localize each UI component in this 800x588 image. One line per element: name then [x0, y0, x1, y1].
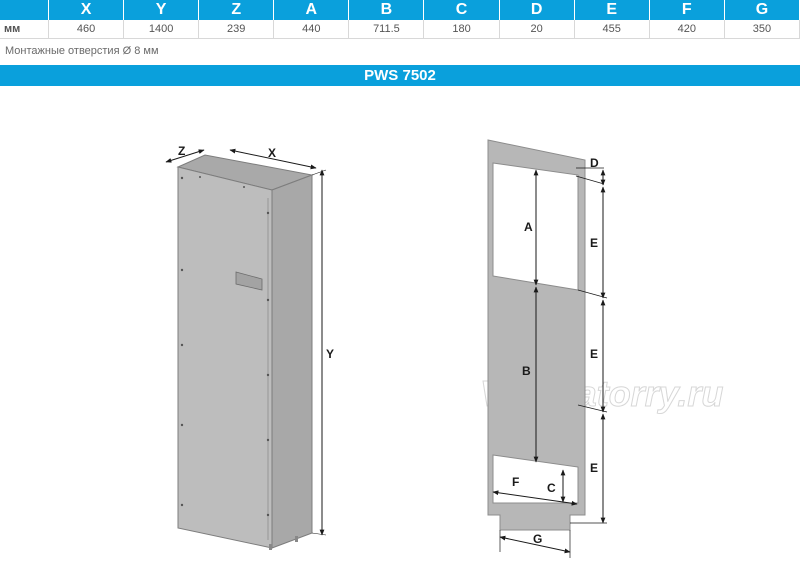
value-cell-f: 420 — [649, 20, 725, 39]
model-title-bar: PWS 7502 — [0, 65, 800, 86]
dim-label-f: F — [512, 475, 519, 489]
value-cell-z: 239 — [198, 20, 275, 39]
dim-label-c: C — [547, 481, 556, 495]
dim-label-d: D — [590, 156, 599, 170]
dimensions-value-row: мм 460 1400 239 440 711.5 180 20 455 420… — [0, 20, 800, 39]
cabinet-grille — [235, 271, 263, 291]
unit-cell: мм — [0, 20, 49, 39]
dim-label-e-upper: E — [590, 236, 598, 250]
header-cell-blank — [0, 0, 49, 20]
value-cell-b: 711.5 — [348, 20, 425, 39]
header-cell-a: A — [273, 0, 350, 20]
dim-label-a: A — [524, 220, 533, 234]
dimensions-header-row: X Y Z A B C D E F G — [0, 0, 800, 20]
dim-label-x: X — [268, 146, 276, 160]
value-cell-x: 460 — [48, 20, 125, 39]
value-cell-a: 440 — [273, 20, 350, 39]
header-cell-d: D — [499, 0, 575, 20]
header-cell-z: Z — [198, 0, 275, 20]
header-cell-e: E — [574, 0, 650, 20]
value-cell-g: 350 — [724, 20, 800, 39]
cabinet-front-face — [177, 166, 273, 549]
cabinet-mounting-holes — [180, 176, 270, 517]
mounting-holes-note: Монтажные отверстия Ø 8 мм — [5, 45, 159, 57]
dim-label-e-middle: E — [590, 347, 598, 361]
dim-label-y: Y — [326, 347, 334, 361]
dimensions-table: X Y Z A B C D E F G мм 460 1400 239 440 … — [0, 0, 800, 39]
value-cell-e: 455 — [574, 20, 650, 39]
dim-label-z: Z — [178, 144, 185, 158]
header-cell-f: F — [649, 0, 725, 20]
header-cell-c: C — [423, 0, 500, 20]
dim-label-e-lower: E — [590, 461, 598, 475]
header-cell-g: G — [724, 0, 800, 20]
cutout-drawing: D E E E A B F C G — [487, 139, 608, 558]
value-cell-y: 1400 — [123, 20, 200, 39]
cabinet-drawing: Z X Y — [165, 144, 334, 550]
value-cell-c: 180 — [423, 20, 500, 39]
header-cell-x: X — [48, 0, 125, 20]
header-cell-b: B — [348, 0, 425, 20]
dim-label-g: G — [533, 532, 542, 546]
value-cell-d: 20 — [499, 20, 575, 39]
header-cell-y: Y — [123, 0, 200, 20]
cabinet-side-face — [271, 174, 313, 549]
dim-label-b: B — [522, 364, 531, 378]
